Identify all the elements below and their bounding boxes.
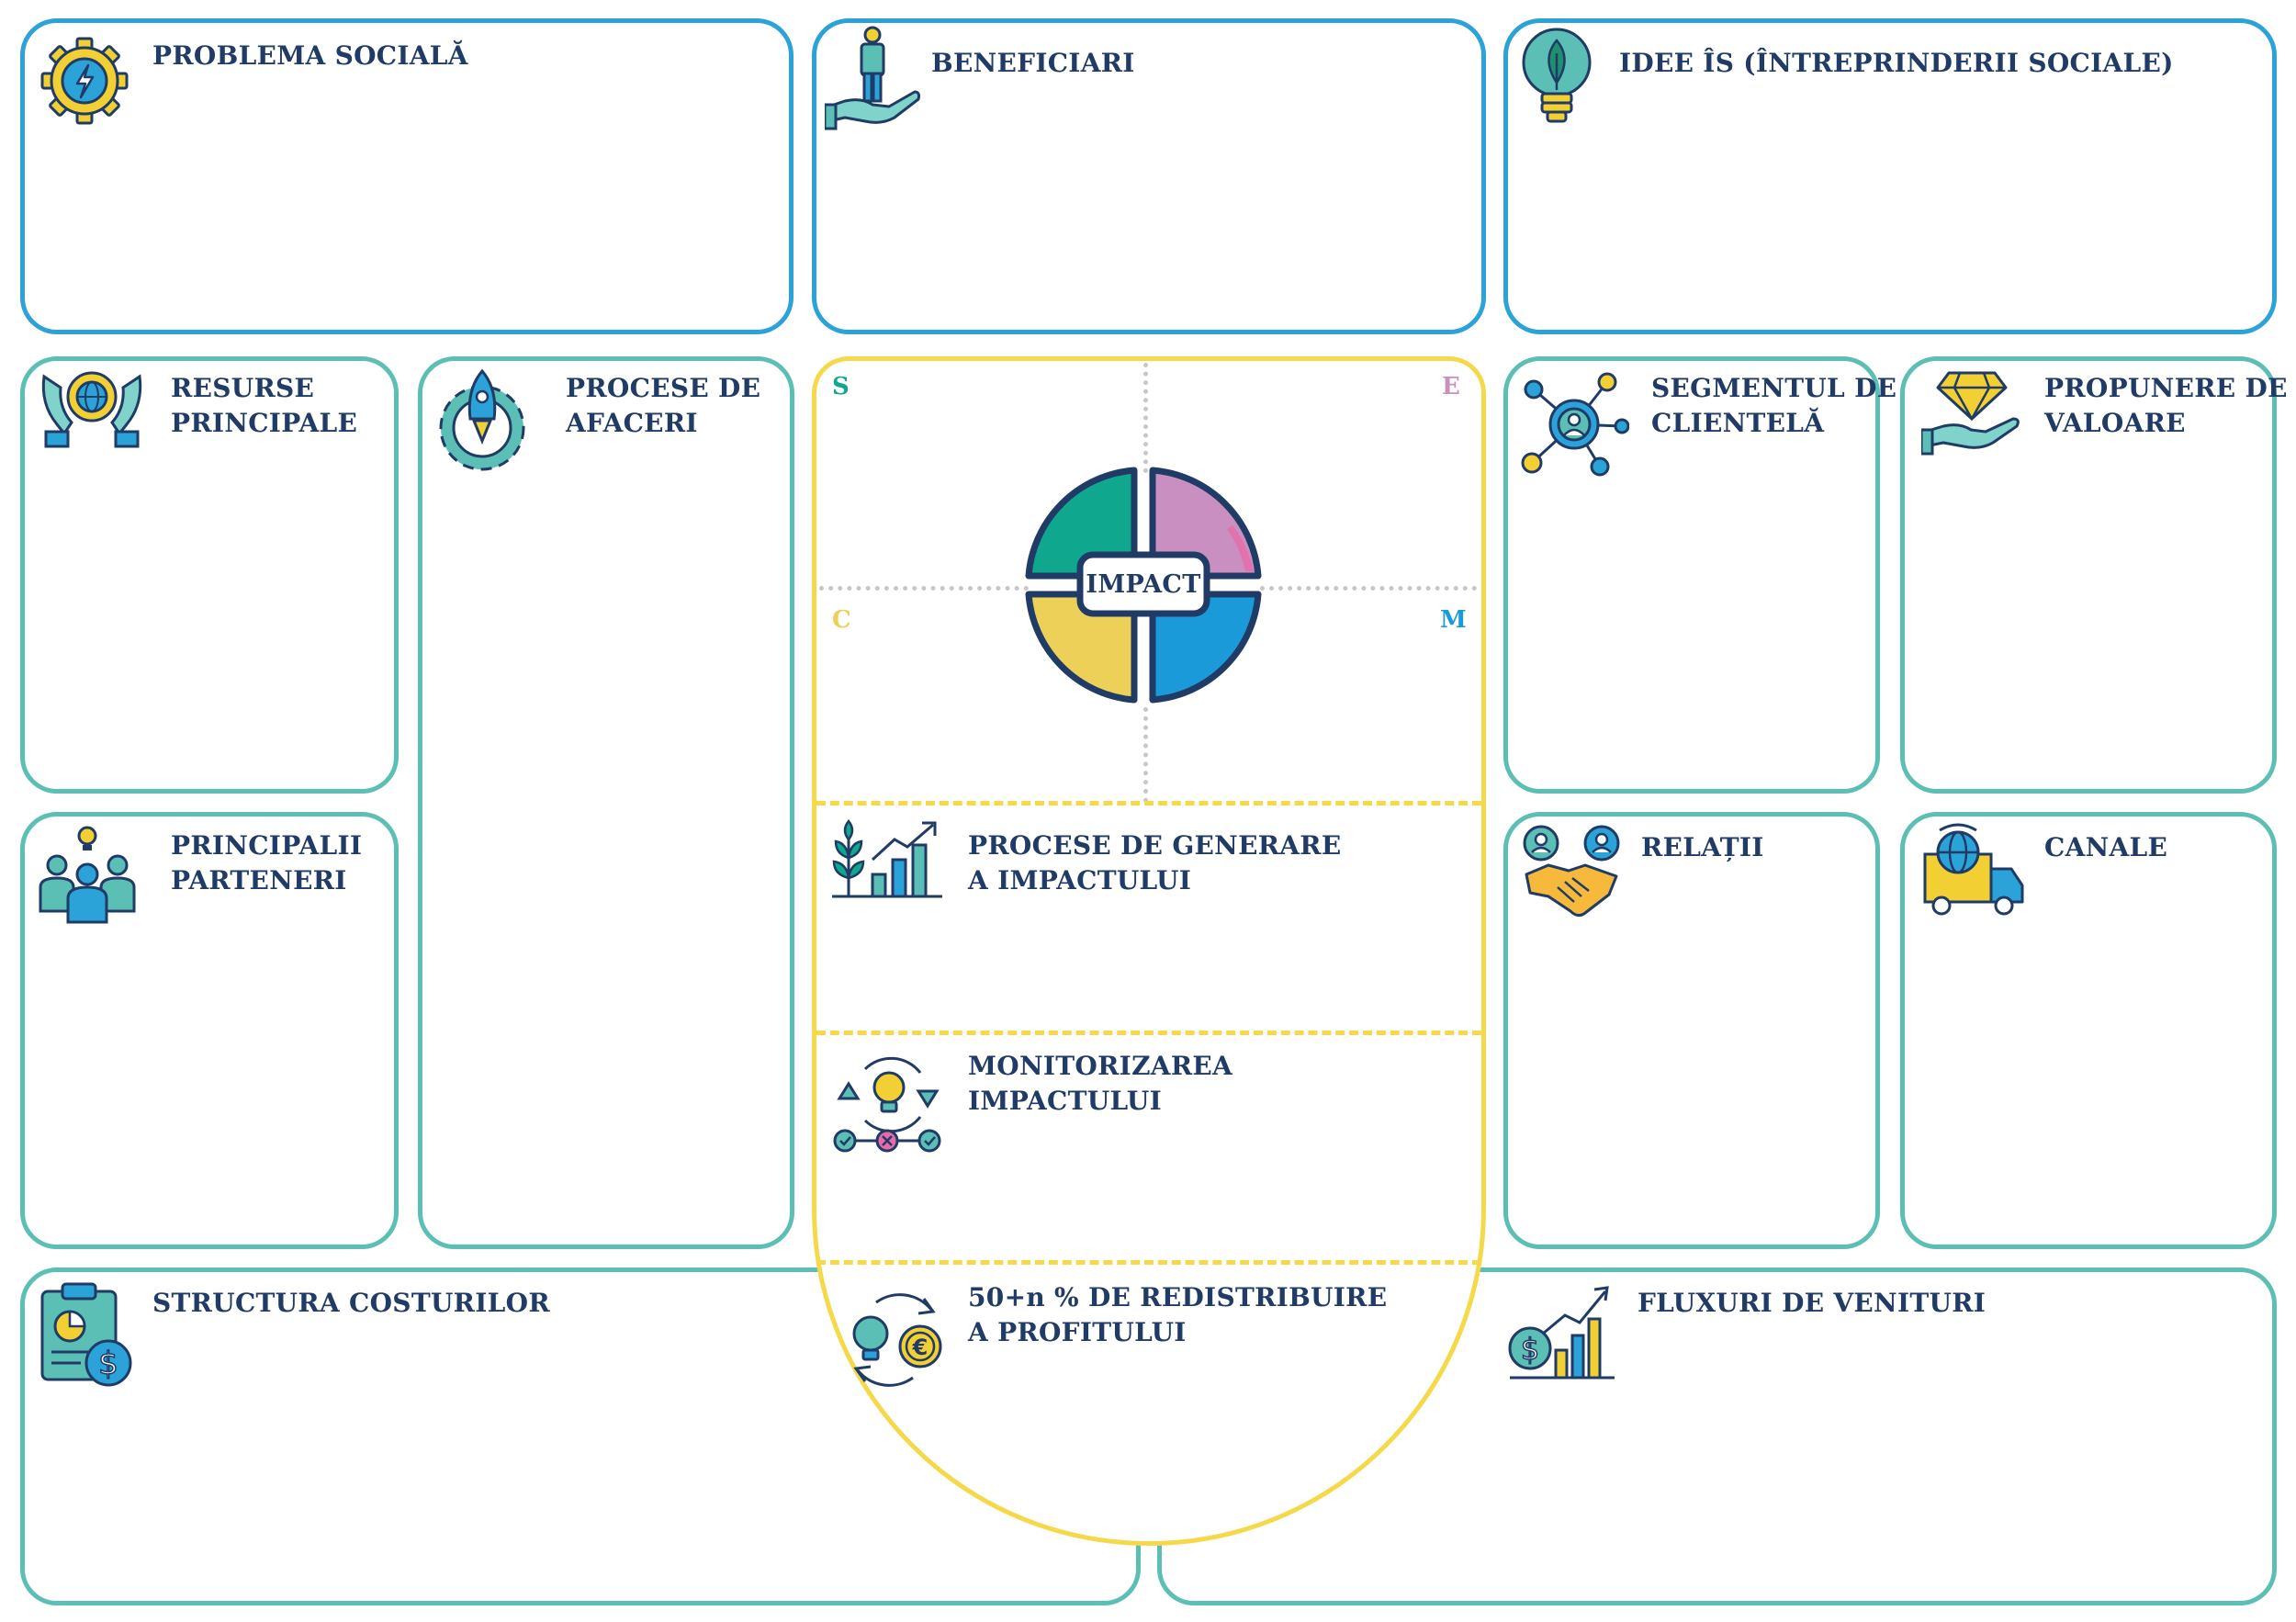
canale-title: CANALE <box>2044 832 2168 862</box>
impact-axis-vertical-top <box>1143 363 1148 473</box>
impact-axis-vertical-bottom <box>1143 707 1148 803</box>
cost-clipboard-icon: $ <box>40 1282 132 1387</box>
parteneri-title-line2: PARTENERI <box>171 865 347 895</box>
resurse-title-line1: RESURSE <box>171 373 315 403</box>
impact-axis-horizontal-right <box>1260 586 1477 591</box>
redistribuire-title-line1: 50+n % DE REDISTRIBUIRE <box>968 1282 1388 1312</box>
monitoring-cycle-icon <box>833 1056 941 1153</box>
monitorizare-title-line1: MONITORIZAREA <box>968 1051 1233 1081</box>
generare-title-line2: A IMPACTULUI <box>968 865 1192 895</box>
quadrant-label-e: E <box>1442 373 1460 400</box>
idee-is-title: IDEE ÎS (ÎNTREPRINDERII SOCIALE) <box>1619 48 2174 78</box>
monitorizare-title-line2: IMPACTULUI <box>968 1086 1163 1116</box>
impact-circle-icon <box>1025 467 1262 704</box>
resurse-principale-box[interactable] <box>20 356 399 794</box>
svg-text:€: € <box>912 1335 929 1360</box>
relatii-title: RELAȚII <box>1641 832 1764 862</box>
quadrant-label-c: C <box>832 606 851 634</box>
idee-is-box[interactable] <box>1503 18 2277 334</box>
plant-growth-chart-icon <box>832 818 942 898</box>
svg-text:$: $ <box>98 1346 118 1382</box>
generare-title-line1: PROCESE DE GENERARE <box>968 830 1342 861</box>
impact-axis-horizontal-left <box>819 586 1029 591</box>
segmentul-title-line1: SEGMENTUL DE <box>1651 373 1897 403</box>
venituri-title: FLUXURI DE VENITURI <box>1638 1288 1986 1318</box>
propunere-title-line2: VALOARE <box>2044 408 2186 438</box>
beneficiari-title: BENEFICIARI <box>931 48 1135 78</box>
handshake-icon <box>1523 825 1620 918</box>
segmentul-title-line2: CLIENTELĂ <box>1651 408 1825 438</box>
impact-divider-2 <box>816 1031 1481 1035</box>
person-on-hand-icon <box>825 26 920 130</box>
problema-sociala-box[interactable] <box>20 18 793 334</box>
procese-afaceri-title-line2: AFACERI <box>566 408 698 438</box>
impact-divider-1 <box>816 801 1481 805</box>
customer-network-icon <box>1521 372 1629 477</box>
diamond-hand-icon <box>1921 371 2020 456</box>
hands-globe-gear-icon <box>41 371 142 448</box>
beneficiari-box[interactable] <box>812 18 1486 334</box>
team-idea-icon <box>39 826 136 924</box>
procese-afaceri-title-line1: PROCESE DE <box>566 373 761 403</box>
parteneri-title-line1: PRINCIPALII <box>171 830 363 861</box>
procese-afaceri-box[interactable] <box>418 356 794 1249</box>
profit-redistribution-icon: € <box>852 1293 942 1387</box>
leaf-lightbulb-icon <box>1522 28 1592 123</box>
delivery-truck-icon <box>1923 823 2024 916</box>
segmentul-clientela-box[interactable] <box>1503 356 1880 794</box>
costuri-title: STRUCTURA COSTURILOR <box>152 1288 550 1318</box>
propunere-title-line1: PROPUNERE DE <box>2044 373 2288 403</box>
svg-text:$: $ <box>1521 1332 1539 1367</box>
resurse-title-line2: PRINCIPALE <box>171 408 358 438</box>
impact-divider-3 <box>816 1260 1481 1265</box>
rocket-gear-icon <box>439 368 525 471</box>
problema-sociala-title: PROBLEMA SOCIALĂ <box>152 40 468 71</box>
quadrant-label-s: S <box>832 373 850 400</box>
revenue-chart-icon: $ <box>1508 1286 1615 1380</box>
gear-lightning-icon <box>40 37 129 125</box>
redistribuire-title-line2: A PROFITULUI <box>968 1317 1187 1347</box>
quadrant-label-m: M <box>1440 606 1467 634</box>
impact-center-label: IMPACT <box>1086 570 1201 599</box>
